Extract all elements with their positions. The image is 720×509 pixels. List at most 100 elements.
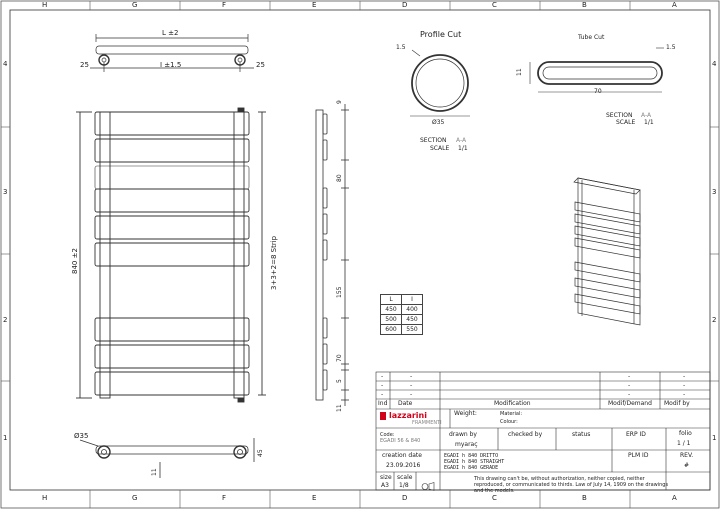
size-label: size bbox=[380, 474, 392, 481]
status-label: status bbox=[572, 431, 591, 438]
profile-scale-label: SCALE bbox=[430, 145, 450, 152]
frame-row-3-left: 3 bbox=[3, 188, 8, 196]
size-table-header: L I bbox=[380, 294, 423, 305]
dim-side-9: 9 bbox=[336, 100, 343, 104]
frame-col-d-top: D bbox=[402, 1, 408, 9]
frame-col-c-bottom: C bbox=[492, 494, 497, 502]
brand-logo-mark bbox=[380, 412, 386, 420]
top-view bbox=[90, 34, 254, 72]
size-table-cell: 550 bbox=[401, 324, 423, 335]
dim-right-offset: 25 bbox=[256, 61, 265, 69]
rev-label: REV. bbox=[680, 452, 694, 459]
size-table-row: 600 550 bbox=[380, 324, 423, 335]
material-label: Material: bbox=[500, 411, 522, 417]
size-table-cell: 500 bbox=[380, 314, 402, 325]
frame-col-a-top: A bbox=[672, 1, 677, 9]
dim-inner-length: I ±1.5 bbox=[160, 61, 182, 69]
profile-diameter: Ø35 bbox=[432, 119, 445, 126]
profile-section-id: A-A bbox=[456, 137, 467, 144]
profile-cut-title: Profile Cut bbox=[420, 30, 462, 39]
rev-row-3-date: - bbox=[410, 391, 413, 398]
dim-side-70: 70 bbox=[336, 354, 343, 362]
rev-row-1-date: - bbox=[410, 373, 413, 380]
profile-cut-drawing bbox=[410, 49, 470, 117]
frame-row-2-left: 2 bbox=[3, 316, 8, 324]
rev-row-1-demand: - bbox=[628, 373, 631, 380]
dim-total-length: L ±2 bbox=[162, 29, 179, 37]
dim-bottom-45: 45 bbox=[257, 449, 264, 457]
row-ticks bbox=[1, 126, 719, 382]
profile-scale-value: 1/1 bbox=[458, 145, 468, 152]
desc-line-3: EGADI h 840 GERADE bbox=[444, 465, 499, 471]
rev-row-3-by: - bbox=[683, 391, 686, 398]
drawn-by-value: myaraç bbox=[455, 441, 478, 448]
rev-row-2-ind: - bbox=[381, 382, 384, 389]
frame-col-g-bottom: G bbox=[132, 494, 138, 502]
frame-col-a-bottom: A bbox=[672, 494, 677, 502]
copyright-notice: This drawing can't be, without authoriza… bbox=[474, 476, 669, 494]
brand-logo: lazzarini bbox=[389, 411, 427, 420]
front-view bbox=[76, 107, 266, 403]
creation-date-value: 23.09.2016 bbox=[386, 462, 421, 469]
frame-row-4-right: 4 bbox=[712, 60, 717, 68]
desc-line-1: EGADI h 840 DRITTO bbox=[444, 453, 499, 459]
frame-row-3-right: 3 bbox=[712, 188, 717, 196]
column-ticks bbox=[89, 1, 631, 508]
scale-value: 1/8 bbox=[399, 482, 409, 489]
size-table-row: 500 450 bbox=[380, 314, 423, 325]
inner-border bbox=[9, 9, 711, 491]
dim-height: 840 ±2 bbox=[71, 248, 79, 274]
frame-col-g-top: G bbox=[132, 1, 138, 9]
checked-by-label: checked by bbox=[508, 431, 543, 438]
frame-col-d-bottom: D bbox=[402, 494, 408, 502]
rev-row-3-ind: - bbox=[381, 391, 384, 398]
size-table-cell: 400 bbox=[401, 304, 423, 315]
frame-col-e-bottom: E bbox=[312, 494, 317, 502]
rev-row-1-ind: - bbox=[381, 373, 384, 380]
frame-col-b-top: B bbox=[582, 1, 587, 9]
dim-side-11: 11 bbox=[336, 404, 343, 412]
frame-row-2-right: 2 bbox=[712, 316, 717, 324]
tube-width: 70 bbox=[594, 88, 602, 95]
dim-side-80: 80 bbox=[336, 174, 343, 182]
dim-side-5: 5 bbox=[336, 379, 343, 383]
rev-header-modif-by: Modif by bbox=[664, 400, 690, 407]
brand-sub: FRAMMENTI bbox=[412, 420, 442, 426]
code-value: EGADI 56 & 840 bbox=[380, 438, 421, 444]
profile-wall-thickness: 1.5 bbox=[396, 44, 406, 51]
frame-col-b-bottom: B bbox=[582, 494, 587, 502]
rev-row-2-date: - bbox=[410, 382, 413, 389]
projection-icon bbox=[421, 476, 435, 491]
tube-cut-drawing bbox=[529, 47, 664, 93]
frame-col-c-top: C bbox=[492, 1, 497, 9]
rev-row-2-by: - bbox=[683, 382, 686, 389]
iso-view bbox=[573, 177, 641, 326]
profile-section-label: SECTION bbox=[420, 137, 447, 144]
drawn-by-label: drawn by bbox=[449, 431, 477, 438]
folio-value: 1 / 1 bbox=[677, 440, 691, 447]
frame-col-f-bottom: F bbox=[222, 494, 227, 502]
rev-value: # bbox=[684, 462, 690, 469]
dim-side-155: 155 bbox=[336, 286, 343, 298]
creation-date-label: creation date bbox=[382, 452, 422, 459]
tube-scale-value: 1/1 bbox=[644, 119, 654, 126]
frame-row-1-left: 1 bbox=[3, 434, 8, 442]
frame-row-1-right: 1 bbox=[712, 434, 717, 442]
title-block-lines bbox=[375, 371, 711, 491]
frame-col-h-top: H bbox=[42, 1, 48, 9]
rev-header-ind: Ind bbox=[378, 400, 388, 407]
rev-row-3-demand: - bbox=[628, 391, 631, 398]
side-view bbox=[315, 104, 349, 406]
tube-section-label: SECTION bbox=[606, 112, 633, 119]
tube-height: 11 bbox=[516, 68, 523, 76]
desc-line-2: EGADI h 840 STRAIGHT bbox=[444, 459, 505, 465]
folio-label: folio bbox=[679, 430, 692, 437]
size-table-cell: 450 bbox=[380, 304, 402, 315]
frame-row-4-left: 4 bbox=[3, 60, 8, 68]
tube-cut-title: Tube Cut bbox=[578, 34, 605, 41]
size-table-header-i: I bbox=[401, 294, 423, 305]
size-table-row: 450 400 bbox=[380, 304, 423, 315]
